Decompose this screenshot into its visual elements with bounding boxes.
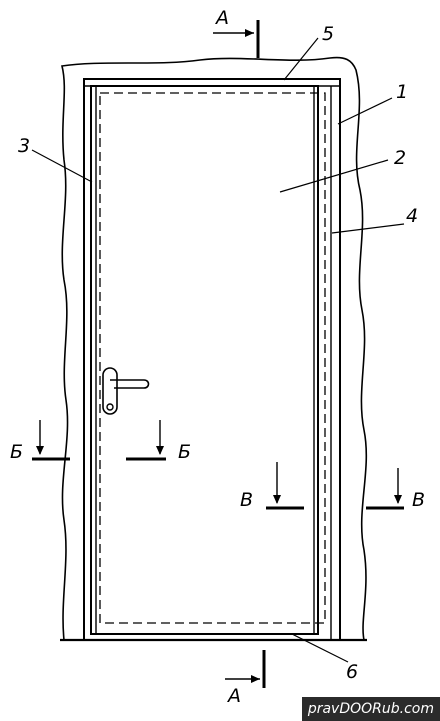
- callout-4: 4: [406, 205, 418, 227]
- section-a-bottom: [225, 650, 266, 688]
- section-b-right: [126, 420, 166, 461]
- door-leaf: [90, 85, 319, 635]
- section-v-left: [266, 462, 304, 510]
- leader-6: [291, 633, 349, 663]
- wall-outline: [61, 56, 368, 641]
- callout-1: 1: [396, 81, 408, 103]
- section-a-bottom-label: А: [226, 685, 241, 707]
- section-v-left-label: В: [240, 489, 253, 511]
- section-v-right: [366, 468, 404, 510]
- leader-3: [31, 149, 93, 183]
- callout-6: 6: [346, 661, 358, 683]
- section-b-left-label: Б: [10, 441, 23, 463]
- frame-outer: [83, 78, 341, 641]
- section-b-left: [32, 420, 70, 461]
- callout-2: 2: [394, 147, 406, 169]
- leader-5: [283, 37, 319, 81]
- door-handle: [102, 367, 150, 415]
- section-v-right-label: В: [412, 489, 425, 511]
- leader-4: [331, 223, 405, 234]
- callout-5: 5: [322, 23, 334, 45]
- leader-1: [337, 97, 393, 125]
- leader-2: [279, 159, 389, 193]
- watermark: pravDOORub.com: [301, 697, 440, 721]
- section-a-top-label: А: [214, 7, 229, 29]
- section-b-right-label: Б: [178, 441, 191, 463]
- callout-3: 3: [18, 135, 30, 157]
- section-a-top: [213, 20, 260, 58]
- seal-contour: [99, 92, 326, 624]
